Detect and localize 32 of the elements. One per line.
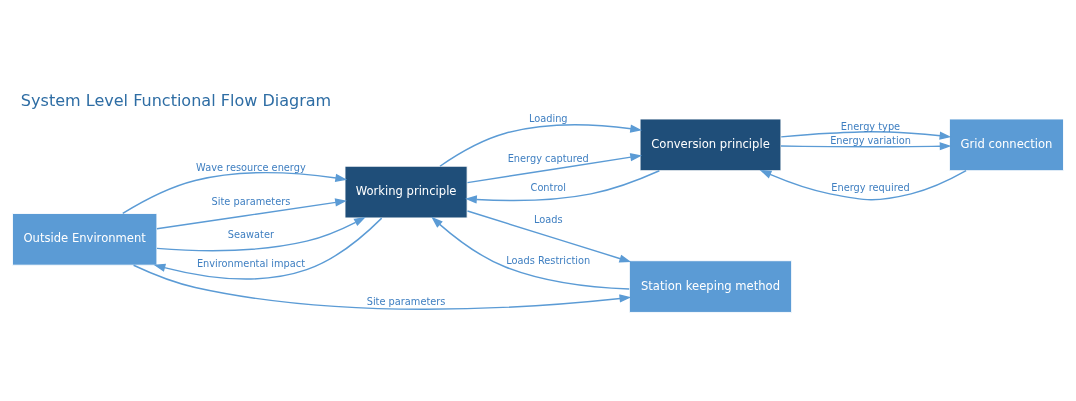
arrow bbox=[431, 216, 630, 290]
arrow bbox=[132, 264, 632, 310]
node-box: Conversion principle bbox=[639, 118, 782, 171]
edge-label: Energy variation bbox=[830, 134, 911, 146]
edge-label: Energy captured bbox=[507, 152, 589, 164]
edge-label: Loads Restriction bbox=[506, 254, 591, 266]
edge-label: Energy required bbox=[831, 181, 910, 193]
arrow bbox=[465, 169, 661, 204]
edge-label: Site parameters bbox=[211, 195, 291, 207]
edge-label: Loads bbox=[533, 213, 563, 225]
arrow bbox=[466, 209, 632, 262]
arrow bbox=[439, 123, 643, 167]
arrow bbox=[156, 197, 347, 229]
edge-label: Wave resource energy bbox=[196, 161, 306, 173]
arrow bbox=[759, 169, 967, 200]
edge-label: Environmental impact bbox=[196, 257, 306, 269]
arrow bbox=[153, 216, 383, 280]
node-box: Station keeping method bbox=[628, 259, 793, 313]
arrow bbox=[780, 130, 952, 140]
arrow bbox=[156, 216, 366, 251]
arrow bbox=[466, 152, 643, 183]
arrow bbox=[122, 171, 348, 214]
edge-label: Loading bbox=[528, 112, 568, 124]
arrow bbox=[780, 141, 952, 150]
node-box: Working principle bbox=[344, 165, 468, 218]
node-box: Grid connection bbox=[948, 118, 1064, 171]
edge-label: Site parameters bbox=[366, 295, 446, 307]
edge-label: Control bbox=[530, 181, 566, 193]
node-box: Outside Environment bbox=[12, 212, 158, 266]
edge-label: Seawater bbox=[227, 228, 275, 240]
edge-label: Energy type bbox=[840, 120, 901, 131]
diagram-title: System Level Functional Flow Diagram bbox=[20, 90, 332, 110]
